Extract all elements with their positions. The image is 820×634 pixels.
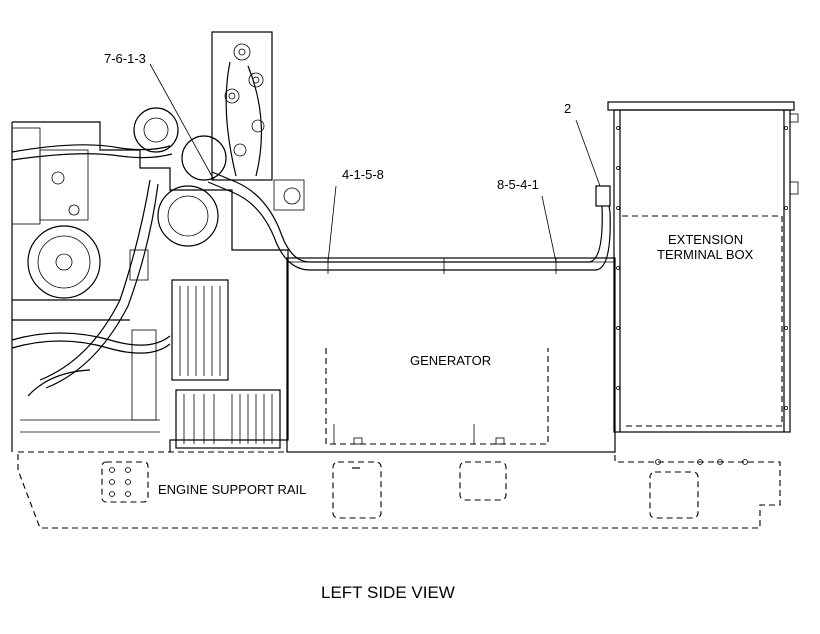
extension-terminal-box-label-line2: TERMINAL BOX — [657, 247, 754, 262]
generator-label: GENERATOR — [410, 353, 491, 368]
view-caption: LEFT SIDE VIEW — [321, 583, 455, 602]
callout-7-6-1-3: 7-6-1-3 — [104, 51, 146, 66]
cable-conduit — [207, 171, 611, 274]
engine-support-rail-label: ENGINE SUPPORT RAIL — [158, 482, 306, 497]
engine-support-rail — [17, 451, 781, 529]
leader-lines — [149, 63, 601, 263]
extension-terminal-box-label-line1: EXTENSION — [668, 232, 743, 247]
engine-assembly — [11, 31, 305, 452]
callout-4-1-5-8: 4-1-5-8 — [342, 167, 384, 182]
callout-8-5-4-1: 8-5-4-1 — [497, 177, 539, 192]
extension-terminal-box — [607, 101, 799, 433]
callout-2: 2 — [564, 101, 571, 116]
